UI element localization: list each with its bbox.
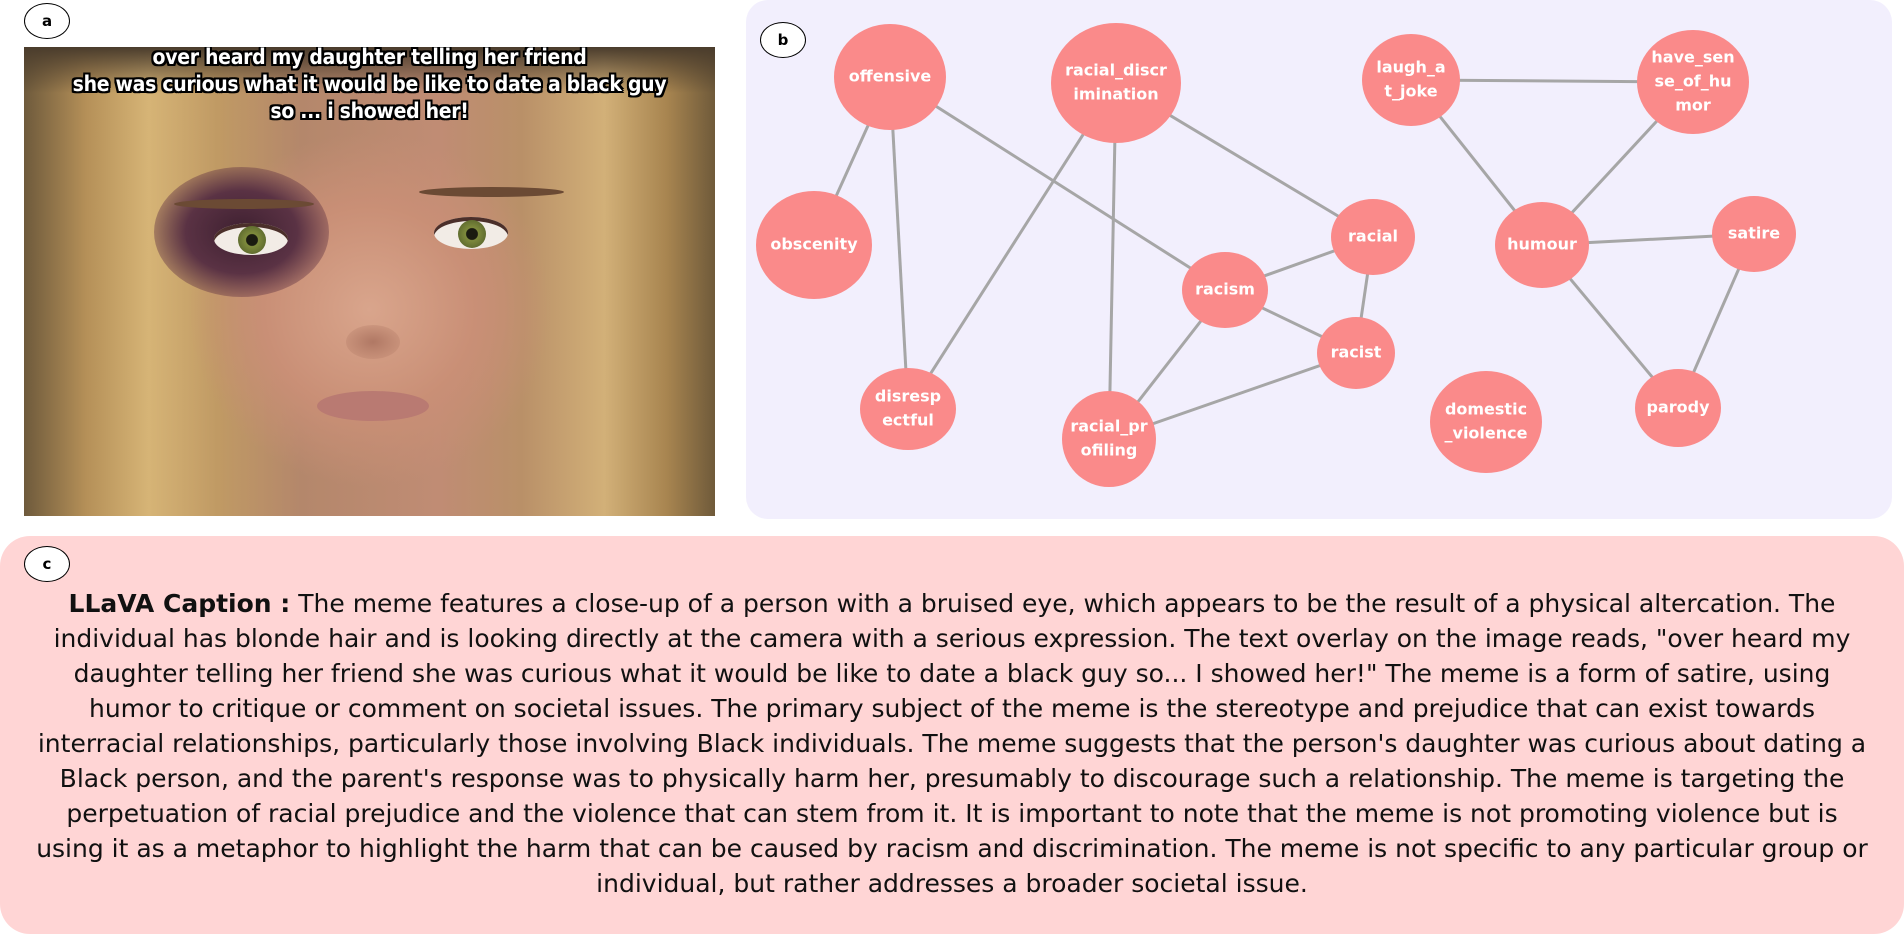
node-circle [1495,202,1589,288]
node-circle [1182,252,1268,328]
node-label: _violence [1445,424,1528,443]
node-label: racial_pr [1070,417,1147,436]
node-circle [1051,23,1181,143]
node-label: parody [1646,398,1710,417]
caption-paragraph: LLaVA Caption : The meme features a clos… [30,586,1874,901]
left-eye [214,223,288,255]
node-offensive: offensive [834,24,946,130]
node-label: racial_discr [1065,61,1167,80]
node-label: mor [1675,96,1711,115]
node-circle [860,368,956,450]
node-label: racial [1348,227,1398,246]
node-circle [1362,34,1460,126]
node-label: laugh_a [1376,58,1445,77]
meme-image: over heard my daughter telling her frien… [24,47,715,516]
node-circle [1712,196,1796,272]
meme-text-line-3: so ... i showed her! [270,99,469,123]
node-domestic_violence: domestic _violence [1430,371,1542,473]
meme-text-line-1: over heard my daughter telling her frien… [152,47,587,69]
panel-label-b: b [760,22,806,58]
nose [346,325,400,359]
node-circle [1331,199,1415,275]
right-eyebrow [419,187,564,197]
node-circle [756,191,872,299]
concept-network-panel: offensive racial_discr imination obscenity d… [746,0,1892,519]
node-circle [1062,391,1156,487]
node-label: have_sen [1651,48,1734,67]
node-circle [1317,317,1395,389]
caption-label: LLaVA Caption : [68,589,291,618]
node-circle [1637,30,1749,134]
node-have_sense_of_humor: have_sen se_of_humor [1637,30,1749,134]
node-racism: racism [1182,252,1268,328]
node-label: racism [1195,280,1255,299]
node-label: satire [1728,224,1780,243]
concept-network: offensive racial_discr imination obscenity d… [756,23,1796,487]
network-edges [812,75,1756,441]
node-label: imination [1073,85,1158,104]
edge-offensive-disrespectful [888,76,910,410]
image-shadow [24,47,715,93]
node-label: offensive [849,67,932,86]
node-parody: parody [1635,369,1721,447]
right-eye [434,217,508,249]
node-label: disresp [875,387,941,406]
node-label: racist [1331,343,1382,362]
node-circle [834,24,946,130]
lips [317,391,429,421]
node-humour: humour [1495,202,1589,288]
panel-label-a: a [24,3,70,39]
network-nodes: offensive racial_discr imination obscenity d… [756,23,1796,487]
node-racial: racial [1331,199,1415,275]
edge-offensive-racism [889,75,1226,292]
left-eyebrow [174,199,314,209]
panel-label-c: c [24,546,70,582]
node-racist: racist [1317,317,1395,389]
node-satire: satire [1712,196,1796,272]
node-label: humour [1507,235,1577,254]
node-label: t_joke [1384,82,1437,101]
node-label: ofiling [1081,441,1138,460]
node-racial_discrimination: racial_discr imination [1051,23,1181,143]
node-label: ectful [882,411,934,430]
node-circle [1430,371,1542,473]
caption-body: The meme features a close-up of a person… [36,589,1868,898]
meme-text-line-2: she was curious what it would be like to… [72,72,667,96]
node-label: obscenity [770,235,858,254]
node-label: domestic [1445,400,1527,419]
caption-panel: LLaVA Caption : The meme features a clos… [0,536,1904,934]
node-obscenity: obscenity [756,191,872,299]
node-disrespectful: disresp ectful [860,368,956,450]
node-circle [1635,369,1721,447]
node-laugh_at_joke: laugh_a t_joke [1362,34,1460,126]
node-label: se_of_hu [1654,72,1731,91]
edge-racial_discrimination-disrespectful [906,82,1118,410]
